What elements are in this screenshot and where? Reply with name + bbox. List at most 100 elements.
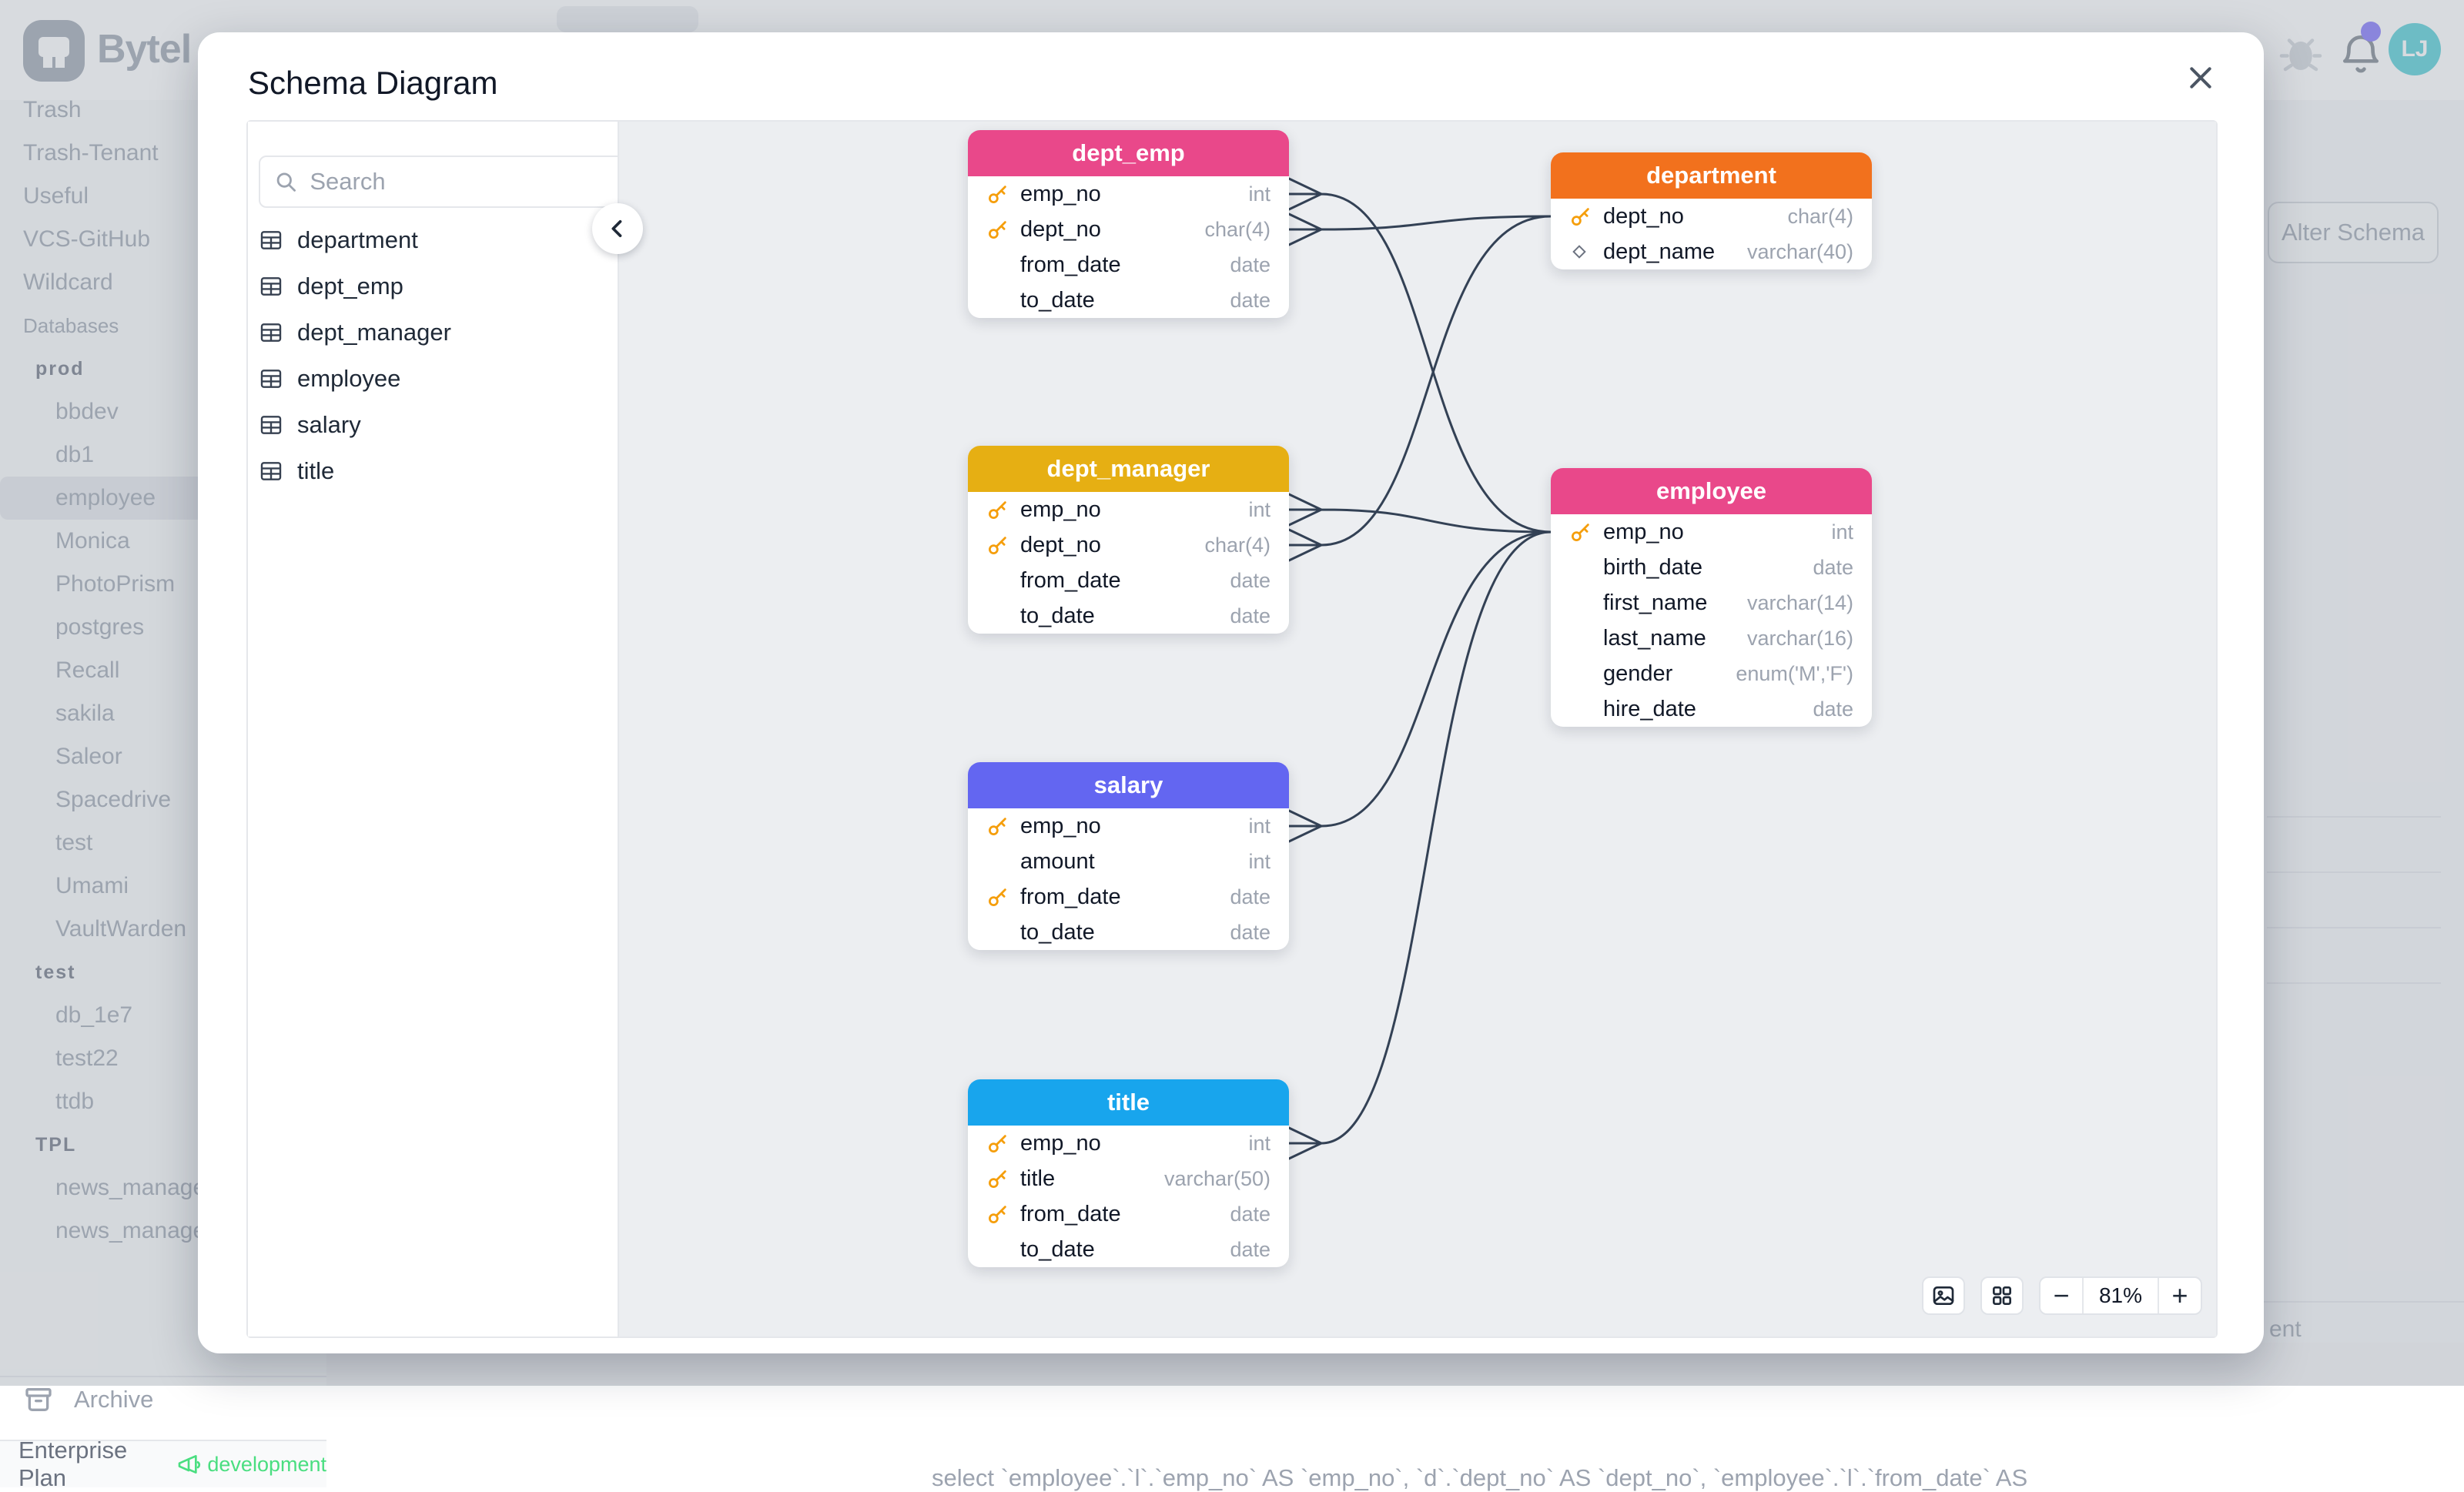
table-list-item-title[interactable]: title [248,448,618,494]
sidebar-item-db-1e7[interactable]: db_1e7 [55,1002,133,1028]
sidebar-item-photoprism[interactable]: PhotoPrism [55,571,176,597]
sidebar-item-news-manage[interactable]: news_manage [55,1218,206,1243]
search-input[interactable] [308,167,622,196]
table-card-title: title [968,1079,1289,1126]
search-icon [276,172,296,192]
primary-key-icon [989,888,1006,906]
sidebar-item-spacedrive[interactable]: Spacedrive [55,787,172,812]
diagram-controls: − 81% + [1922,1276,2202,1315]
sidebar-item-prod[interactable]: prod [35,357,85,380]
close-icon[interactable] [2178,55,2223,100]
primary-key-icon [1572,208,1589,226]
table-list-item-employee[interactable]: employee [248,356,618,402]
primary-key-icon [989,221,1006,239]
table-icon [260,231,282,249]
primary-key-icon [989,537,1006,554]
collapse-panel-button[interactable] [592,203,643,254]
table-icon [260,323,282,342]
archive-icon [25,1388,52,1411]
sidebar-item-postgres[interactable]: postgres [55,614,145,640]
sidebar-item-databases: Databases [23,313,119,337]
table-list-item-department[interactable]: department [248,217,618,263]
alter-schema-button[interactable]: Alter Schema [2268,202,2439,263]
table-icon [260,462,282,480]
sidebar-item-test[interactable]: test [35,961,76,983]
export-image-button[interactable] [1922,1276,1965,1315]
zoom-in-button[interactable]: + [2158,1278,2201,1313]
primary-key-icon [989,501,1006,519]
app-logo-icon[interactable] [23,20,85,82]
sidebar-item-saleor[interactable]: Saleor [55,744,122,769]
sidebar-item-bbdev[interactable]: bbdev [55,399,119,424]
grid-icon [1993,1286,2011,1305]
sidebar-item-test[interactable]: test [55,830,93,855]
sidebar-item-archive[interactable]: Archive [23,1384,153,1415]
sql-query-text: select `employee`.`l`.`emp_no` AS `emp_n… [932,1464,2028,1491]
table-card-title: department [1551,152,1872,199]
sidebar-item-useful[interactable]: Useful [23,183,89,209]
bug-icon[interactable] [2278,31,2324,77]
table-list-item-dept_manager[interactable]: dept_manager [248,309,618,356]
sidebar-item-trash[interactable]: Trash [23,97,82,122]
table-card-title: salary [968,762,1289,808]
table-list-item-dept_emp[interactable]: dept_emp [248,263,618,309]
schema-diagram-modal: Schema Diagram departmentdept_empdept_ma… [198,32,2264,1353]
sidebar-item-test22[interactable]: test22 [55,1045,119,1071]
table-card-title: employee [1551,468,1872,514]
primary-key-icon [989,1206,1006,1223]
archive-label: Archive [74,1386,154,1413]
table-list-item-salary[interactable]: salary [248,402,618,448]
table-list-panel: departmentdept_empdept_manageremployeesa… [248,122,638,1336]
primary-key-icon [989,1135,1006,1152]
sidebar-item-vcs-github[interactable]: VCS-GitHub [23,226,151,252]
avatar[interactable]: LJ [2389,23,2441,75]
sidebar-item-ttdb[interactable]: ttdb [55,1089,95,1114]
sidebar-item-trash-tenant[interactable]: Trash-Tenant [23,140,159,166]
sidebar-item-wildcard[interactable]: Wildcard [23,269,113,295]
plan-label: Enterprise Plan [18,1437,128,1491]
sidebar-item-sakila[interactable]: sakila [55,701,115,726]
zoom-control: − 81% + [2039,1276,2202,1315]
logo-text: Bytel [97,27,192,72]
header-search-pill[interactable] [557,6,698,32]
megaphone-icon [179,1455,201,1474]
sidebar-item-db1[interactable]: db1 [55,442,95,467]
auto-layout-button[interactable] [1980,1276,2024,1315]
table-icon [260,370,282,388]
zoom-out-button[interactable]: − [2053,1280,2070,1311]
sidebar-item-umami[interactable]: Umami [55,873,129,898]
sidebar-item-recall[interactable]: Recall [55,657,120,683]
sidebar-item-monica[interactable]: Monica [55,528,130,554]
sidebar-item-tpl[interactable]: TPL [35,1133,77,1156]
sidebar-item-vaultwarden[interactable]: VaultWarden [55,916,187,942]
primary-key-icon [989,186,1006,203]
environment-badge: development [176,1452,326,1477]
sidebar-item-news-manage[interactable]: news_manage [55,1175,206,1200]
table-card-title: dept_manager [968,446,1289,492]
primary-key-icon [989,818,1006,835]
chevron-left-icon [611,219,622,238]
zoom-level: 81% [2082,1278,2158,1313]
